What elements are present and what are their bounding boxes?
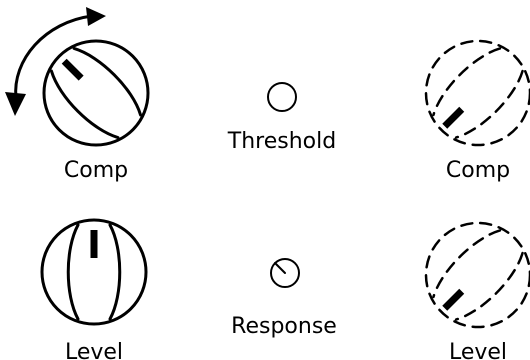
level-ghost-knob	[424, 221, 530, 329]
comp-ghost-knob-body	[424, 39, 530, 147]
comp-knob-indicator	[61, 58, 84, 81]
curved-double-arrow-icon	[5, 7, 106, 116]
response-knob-label: Response	[231, 314, 337, 339]
comp-ghost-knob-label: Comp	[445, 158, 511, 183]
threshold-knob[interactable]	[267, 82, 297, 112]
level-ghost-knob-indicator	[442, 288, 465, 311]
comp-knob-body	[42, 39, 150, 147]
level-knob[interactable]	[40, 218, 148, 326]
comp-knob-grips	[49, 46, 143, 140]
response-knob-body	[270, 258, 300, 288]
level-ghost-knob-grips	[432, 229, 524, 321]
level-ghost-knob-body	[424, 221, 530, 329]
comp-ghost-knob	[424, 39, 530, 147]
comp-knob-label: Comp	[63, 158, 129, 183]
response-knob-pointer	[274, 262, 286, 274]
threshold-knob-body	[267, 82, 297, 112]
comp-knob[interactable]	[42, 39, 150, 147]
level-knob-grips	[66, 223, 122, 321]
level-ghost-knob-label: Level	[448, 340, 508, 360]
response-knob[interactable]	[270, 258, 300, 288]
comp-ghost-knob-indicator	[442, 106, 465, 129]
level-knob-body	[40, 218, 148, 326]
level-knob-label: Level	[64, 340, 124, 360]
comp-ghost-knob-grips	[432, 47, 524, 139]
threshold-knob-label: Threshold	[227, 129, 337, 154]
